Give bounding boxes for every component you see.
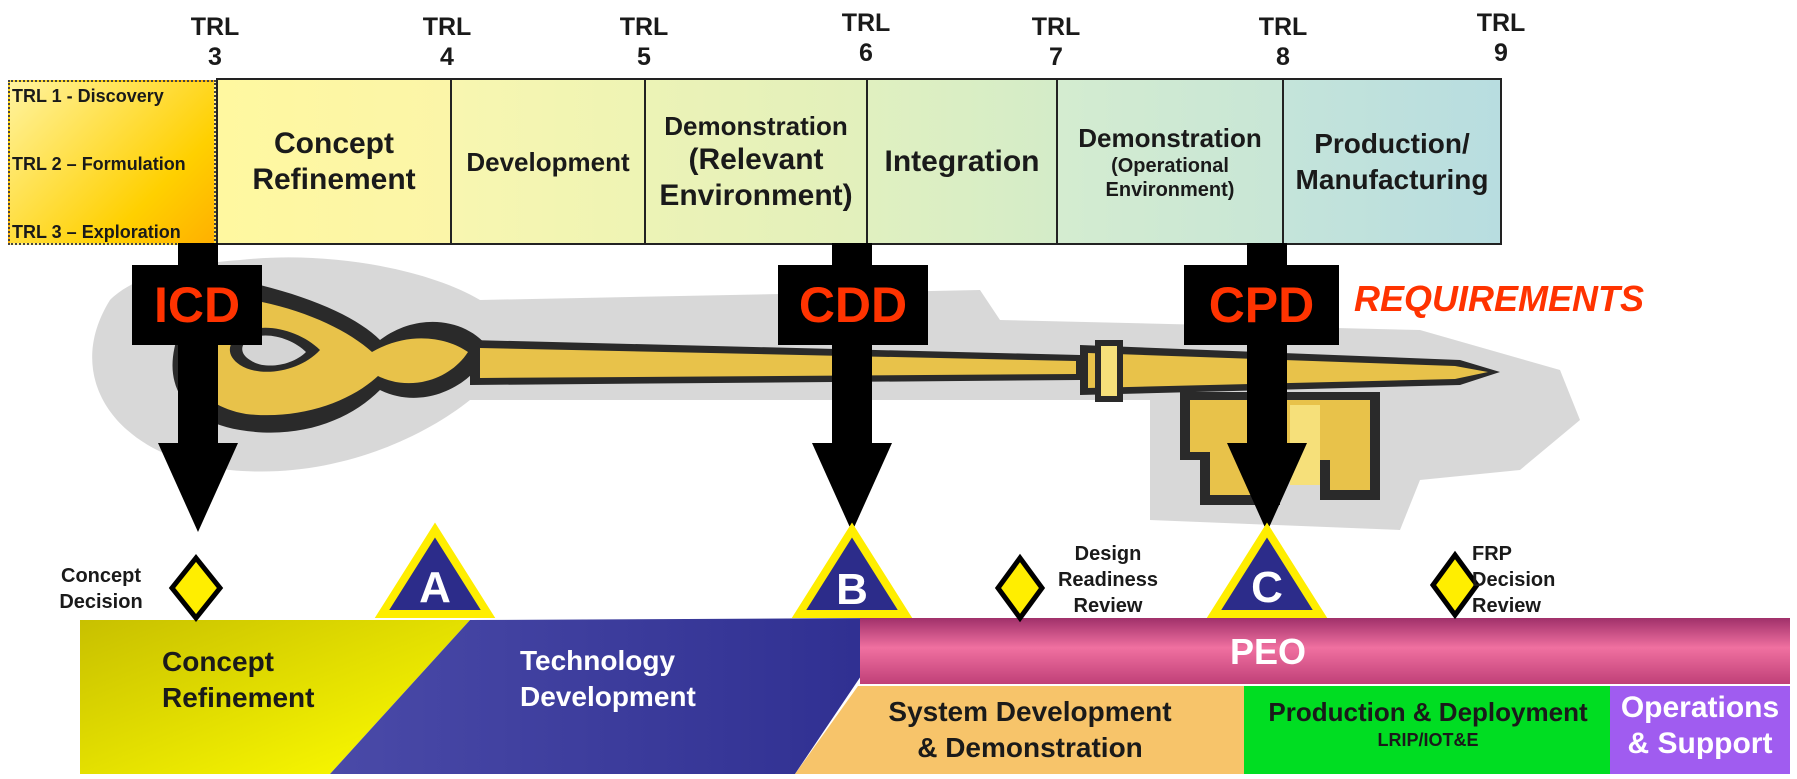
discovery-item-1: TRL 1 - Discovery (12, 86, 164, 106)
key-shaft-shape (470, 340, 1500, 402)
cpd-box: CPD (1184, 265, 1339, 345)
concept-decision-label: Concept Decision (59, 565, 143, 613)
milestone-a-label: A (419, 563, 451, 612)
frp-decision-label: FRP Decision Review (1472, 543, 1556, 617)
discovery-item-2: TRL 2 – Formulation (12, 154, 186, 174)
milestone-b-triangle (791, 522, 913, 618)
design-readiness-label: Design Readiness Review (1057, 543, 1159, 617)
phase-concept-refinement-label: Concept Refinement (162, 646, 315, 713)
phase-sdd-shape (795, 686, 1244, 774)
phase-peo-label: PEO (1230, 631, 1307, 672)
milestone-a-triangle (374, 522, 496, 618)
phase-sdd-label: System Development & Demonstration (888, 696, 1172, 763)
phase-peo-shape (860, 618, 1790, 684)
stage-concept-refinement: Concept Refinement (216, 78, 450, 245)
stage-demonstration-relevant: Demonstration (Relevant Environment) (644, 78, 866, 245)
phase-concept-refinement-shape (80, 620, 470, 774)
milestone-c-triangle (1206, 522, 1328, 618)
discovery-item-3: TRL 3 – Exploration (12, 222, 181, 242)
concept-decision-diamond (168, 553, 224, 623)
frp-decision-diamond (1429, 550, 1481, 620)
requirements-label: REQUIREMENTS (1354, 278, 1645, 319)
icd-box: ICD (132, 265, 262, 345)
phase-operations-shape (1610, 686, 1790, 774)
milestone-b-label: B (836, 565, 868, 614)
phase-technology-development-label: Technology Development (520, 645, 696, 712)
design-readiness-diamond (994, 553, 1046, 623)
phase-production-label: Production & Deployment LRIP/IOT&E (1268, 697, 1588, 750)
stage-integration: Integration (866, 78, 1056, 245)
milestone-c-label: C (1251, 563, 1283, 612)
stage-production-manufacturing: Production/ Manufacturing (1282, 78, 1502, 245)
phase-operations-label: Operations & Support (1620, 691, 1780, 760)
stage-development: Development (450, 78, 644, 245)
phase-technology-development-shape (330, 618, 900, 774)
discovery-box (8, 80, 216, 245)
phase-production-shape (1244, 686, 1610, 774)
stage-demonstration-operational: Demonstration (Operational Environment) (1056, 78, 1282, 245)
cdd-box: CDD (778, 265, 928, 345)
